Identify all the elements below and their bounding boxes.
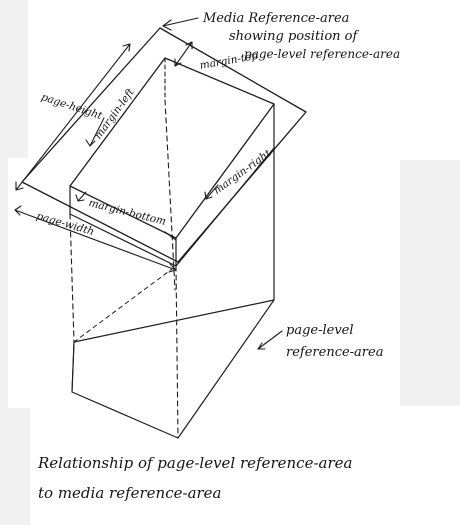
margin-top-arrow: [174, 58, 182, 67]
margin-right-arrow: [204, 191, 213, 200]
media-area-arrow: [162, 19, 172, 31]
page-area-front-edge: [69, 213, 177, 267]
page-area-front-edge: [175, 147, 275, 267]
page-width-arrow: [14, 209, 177, 271]
page-area-tail-label: page-level reference-area: [244, 47, 401, 61]
showing-position-label: showing position of: [229, 29, 358, 44]
block-vertical-edge: [73, 265, 177, 343]
caption-line-1: Relationship of page-level reference-are…: [38, 454, 353, 472]
block-vertical-edge: [69, 213, 75, 343]
media-area-arrow: [162, 17, 199, 27]
block-vertical-edge: [175, 265, 179, 439]
paper-background: [28, 0, 460, 160]
margin-left-arrow: [89, 117, 105, 147]
page-height-arrow: [15, 181, 24, 191]
page-height-arrow: [15, 43, 131, 191]
caption-line-2: to media reference-area: [38, 484, 222, 502]
margin-right-arrow: [205, 184, 219, 200]
page-width-arrow: [168, 263, 177, 273]
block-vertical-edge: [71, 341, 75, 393]
caption-panel: [30, 406, 460, 525]
block-vertical-edge: [164, 99, 176, 291]
page-height-arrow: [122, 43, 131, 52]
media-area-label: Media Reference-area: [203, 11, 350, 26]
margin-bottom-arrow: [164, 231, 177, 241]
reference-area-label: reference-area: [286, 345, 384, 360]
margin-bottom-arrow: [75, 194, 85, 202]
margin-top-arrow: [185, 41, 193, 50]
media-area-outline: [21, 27, 307, 263]
page-area-arrow: [257, 342, 266, 350]
page-level-label: page-level: [286, 323, 354, 338]
page-width-arrow: [14, 205, 22, 216]
margin-left-arrow: [85, 139, 96, 147]
margin-bottom-arrow: [77, 191, 87, 202]
page-area-arrow: [257, 330, 283, 350]
margin-top-arrow: [174, 41, 193, 67]
